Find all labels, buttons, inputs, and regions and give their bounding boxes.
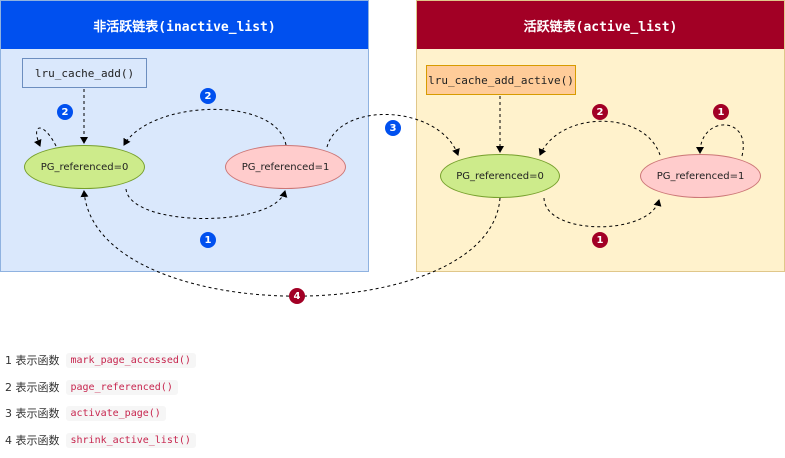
arrow-in-to-active bbox=[326, 113, 460, 156]
badge-in-top-arc: 2 bbox=[200, 88, 216, 104]
legend-prefix: 4 表示函数 bbox=[5, 434, 60, 447]
badge-ac-top-arc: 2 bbox=[592, 104, 608, 120]
inactive-list-panel: 非活跃链表(inactive_list) bbox=[0, 0, 369, 272]
arrow-ac-to-inactive bbox=[80, 190, 501, 297]
active-list-title: 活跃链表(active_list) bbox=[417, 1, 784, 49]
legend-code: mark_page_accessed() bbox=[65, 352, 196, 368]
legend-code: shrink_active_list() bbox=[65, 432, 196, 448]
inactive-list-title: 非活跃链表(inactive_list) bbox=[1, 1, 368, 49]
legend-row: 1 表示函数 mark_page_accessed() bbox=[5, 351, 196, 369]
legend-code: page_referenced() bbox=[65, 379, 178, 395]
badge-cross-to-active: 3 bbox=[385, 120, 401, 136]
legend-prefix: 3 表示函数 bbox=[5, 407, 60, 420]
arrow-in-bottom-arc bbox=[125, 188, 288, 219]
badge-ac-bottom-arc: 1 bbox=[592, 232, 608, 248]
lru-cache-add-active-box: lru_cache_add_active() bbox=[426, 65, 576, 95]
badge-cross-to-inactive: 4 bbox=[289, 288, 305, 304]
inactive-state-referenced-0: PG_referenced=0 bbox=[24, 145, 145, 189]
legend-row: 4 表示函数 shrink_active_list() bbox=[5, 431, 196, 449]
legend-prefix: 2 表示函数 bbox=[5, 381, 60, 394]
arrow-ac-self-loop bbox=[696, 124, 744, 157]
arrow-in-top-arc bbox=[123, 108, 287, 146]
badge-in-bottom-arc: 1 bbox=[200, 232, 216, 248]
arrow-in-self-loop bbox=[34, 127, 57, 147]
arrow-ac-bottom-arc bbox=[543, 197, 662, 228]
legend-prefix: 1 表示函数 bbox=[5, 354, 60, 367]
lru-cache-add-box: lru_cache_add() bbox=[22, 58, 147, 88]
arrow-ac-top-arc bbox=[538, 120, 661, 156]
legend-row: 2 表示函数 page_referenced() bbox=[5, 378, 178, 396]
active-state-referenced-1: PG_referenced=1 bbox=[640, 154, 761, 198]
legend-code: activate_page() bbox=[65, 405, 166, 421]
active-state-referenced-0: PG_referenced=0 bbox=[440, 154, 560, 198]
badge-in-self-loop: 2 bbox=[57, 104, 73, 120]
inactive-state-referenced-1: PG_referenced=1 bbox=[225, 145, 346, 189]
legend-row: 3 表示函数 activate_page() bbox=[5, 404, 166, 422]
badge-ac-self-loop: 1 bbox=[713, 104, 729, 120]
